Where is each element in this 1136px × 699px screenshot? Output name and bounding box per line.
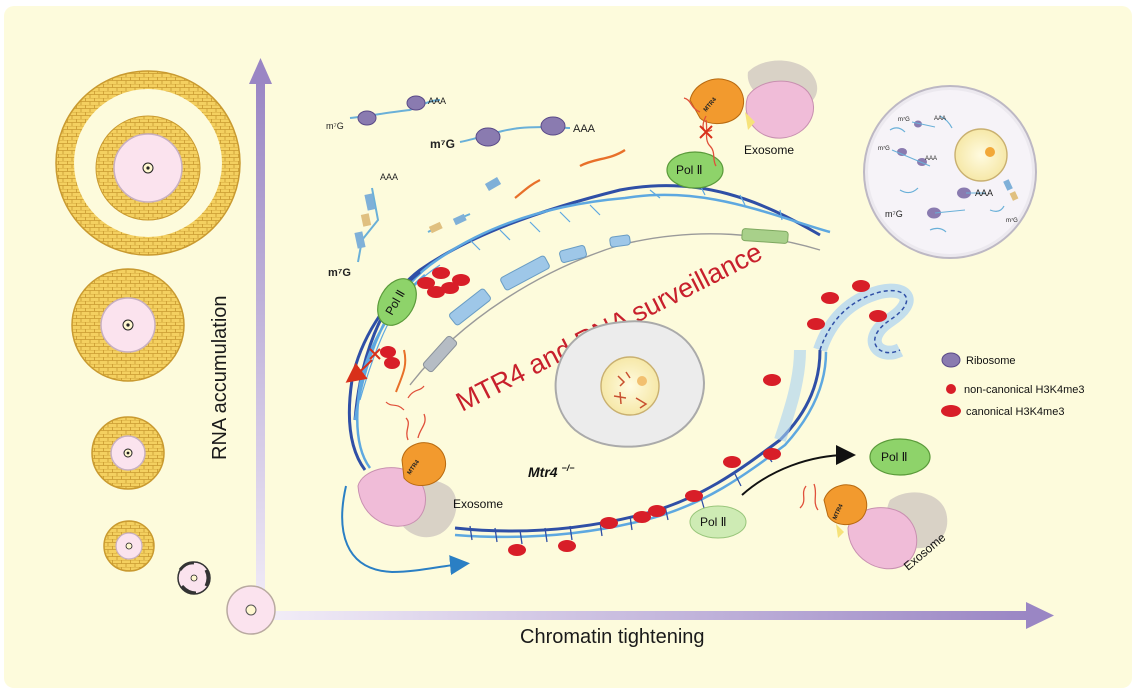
cell-m7g-label-1: m⁷G	[898, 116, 910, 123]
pol2-icon-left: Pol Ⅱ	[377, 278, 417, 326]
oocyte-icon-large	[55, 70, 241, 256]
cell-aaa-label-2: AAA	[925, 156, 937, 162]
x-axis	[260, 602, 1054, 629]
chromatin-open-region	[774, 283, 914, 442]
y-axis	[249, 58, 272, 620]
legend-ribosome-label: Ribosome	[966, 355, 1016, 367]
pol2-label-lower: Pol Ⅱ	[700, 515, 727, 529]
ribosome-icon	[475, 127, 501, 147]
rna-loop-left	[385, 385, 425, 411]
ribosome-icon	[357, 110, 377, 126]
mrna-1-m7g: m⁷G	[326, 121, 344, 131]
legend-noncanonical: non-canonical H3K4me3	[946, 384, 1084, 396]
legend-ribosome: Ribosome	[941, 352, 1016, 368]
mrna-top-2: m⁷G AAA	[430, 116, 596, 151]
exosome-label-top: Exosome	[744, 143, 794, 157]
oocyte-icon-mtr4-null	[554, 320, 705, 448]
blocked-x-mark	[369, 348, 381, 360]
oocyte-icon-origin	[226, 585, 276, 635]
rna-tail-orange	[395, 349, 407, 393]
cell-aaa-label-1: AAA	[934, 116, 946, 122]
mtr4-icon	[689, 78, 744, 124]
exosome-icon-top: MTR4 Exosome	[683, 60, 818, 167]
legend: Ribosome non-canonical H3K4me3 canonical…	[941, 352, 1084, 418]
oocyte-icon-secondary	[91, 416, 165, 490]
pol2-label-upper-right: Pol Ⅱ	[676, 163, 703, 177]
transcript-track	[409, 228, 821, 386]
pol2-icon-upper-right: Pol Ⅱ	[666, 151, 724, 189]
exosome-label-left: Exosome	[453, 497, 503, 511]
nucleus-icon	[600, 356, 660, 416]
y-axis-label: RNA accumulation	[209, 295, 231, 460]
rna-fragments: AAA m⁷G	[328, 148, 626, 279]
pol2-icon-released: Pol Ⅱ	[869, 438, 931, 476]
fragment-aaa-label: AAA	[380, 172, 398, 182]
genotype-label-sup: −/−	[561, 463, 575, 473]
histone-icon	[946, 384, 956, 394]
pol2-icon-lower: Pol Ⅱ	[689, 505, 747, 539]
degradation-arrow	[341, 485, 470, 576]
oocyte-icon-primary	[103, 520, 155, 572]
nucleus-icon	[954, 128, 1008, 182]
oocyte-icon-primordial	[177, 561, 211, 595]
genotype-label: Mtr4 −/−	[528, 463, 575, 480]
exosome-icon-left: MTR4 Exosome	[357, 413, 503, 538]
oocyte-icon-transcripts: m⁷G AAA m⁷G AAA m⁷G AAA m⁷G	[863, 85, 1037, 259]
mrna-2-aaa: AAA	[573, 123, 596, 135]
cell-m7g-label-2: m⁷G	[878, 145, 890, 152]
released-arrow	[741, 445, 856, 496]
legend-canonical-label: canonical H3K4me3	[966, 406, 1064, 418]
mrna-2-m7g: m⁷G	[430, 137, 455, 151]
mrna-1-aaa: AAA	[428, 96, 446, 106]
ribosome-icon	[941, 352, 961, 368]
oocyte-icon-antral	[71, 268, 185, 382]
histone-icon	[941, 405, 961, 417]
cell-aaa-label-3: AAA	[975, 188, 993, 198]
mtr4-icon	[823, 484, 868, 525]
cell-m7g-label-4: m⁷G	[1006, 217, 1018, 224]
mtr4-icon	[401, 442, 447, 486]
legend-noncanonical-label: non-canonical H3K4me3	[964, 384, 1084, 396]
histone-cluster-upper	[380, 267, 470, 369]
mrna-top-1: m⁷G AAA	[326, 95, 446, 131]
ribosome-icon	[540, 116, 566, 136]
cell-m7g-label-3: m⁷G	[885, 209, 903, 219]
histone-cluster-lower	[508, 280, 887, 556]
genotype-label-gene: Mtr4	[528, 464, 558, 480]
pol2-label-released: Pol Ⅱ	[881, 450, 908, 464]
legend-canonical: canonical H3K4me3	[941, 405, 1064, 418]
dna-lower-strand	[454, 349, 828, 545]
pol2-stall-arrow	[345, 359, 373, 383]
ribosome-icon	[406, 95, 426, 111]
exosome-icon-right: MTR4 Exosome	[799, 483, 948, 573]
fragment-m7g-label: m⁷G	[328, 267, 351, 279]
x-axis-label: Chromatin tightening	[520, 626, 705, 648]
